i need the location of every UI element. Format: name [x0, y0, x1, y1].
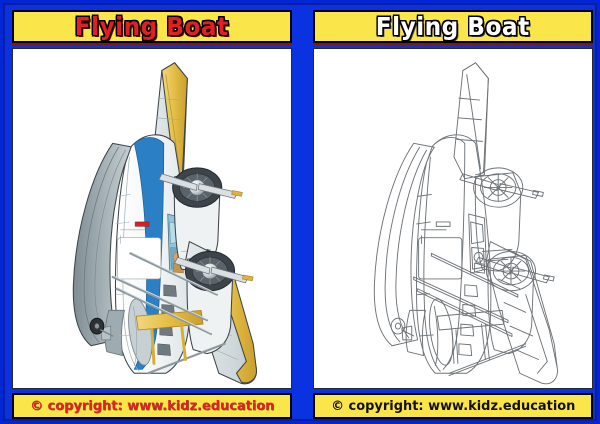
engine-nacelle-lower-outline [475, 250, 555, 355]
outline-panel: Flying Boat [307, 6, 599, 424]
upper-wing-outline [453, 62, 489, 180]
hull-detail-lines-outline [416, 193, 434, 337]
colored-panel-footer: © copyright: www.kidz.education [12, 393, 292, 419]
strut-crossbar-outline [436, 309, 505, 331]
tail-fin-outline [401, 309, 426, 357]
panel-container: Flying Boat [6, 6, 600, 424]
colored-panel-titlebar: Flying Boat [12, 10, 292, 43]
flying-boat-colored-illustration [72, 62, 257, 385]
lower-strut-legs-outline [451, 323, 490, 364]
hull-detail-lines [115, 194, 133, 337]
bracing-struts-highlight [113, 251, 218, 334]
boat-hull-outline [373, 142, 435, 347]
colored-panel-title: Flying Boat [75, 12, 229, 41]
outline-panel-title: Flying Boat [376, 12, 530, 41]
engine-nacelle-upper-outline [459, 167, 544, 272]
flying-boat-outline-illustration [373, 62, 558, 385]
engine-nacelle-upper [158, 167, 243, 272]
lower-wing-outline [485, 241, 558, 385]
outline-panel-titlebar: Flying Boat [313, 10, 593, 43]
lower-strut-legs [150, 322, 187, 365]
outline-artwork-canvas [313, 48, 593, 389]
beaching-wheel [89, 317, 114, 337]
fuselage-outline [416, 134, 492, 374]
passenger-windows-outline [458, 284, 479, 357]
strut-crossbar [135, 309, 204, 331]
hull-hatch-outline [418, 221, 463, 280]
outline-panel-footer: © copyright: www.kidz.education [313, 393, 593, 419]
bracing-struts-outline [413, 252, 527, 377]
colored-artwork-canvas [12, 48, 292, 389]
beaching-wheel-outline [390, 317, 415, 337]
colored-panel: Flying Boat [6, 6, 298, 424]
colored-panel-copyright: © copyright: www.kidz.education [29, 398, 275, 414]
outline-panel-copyright: © copyright: www.kidz.education [330, 398, 576, 414]
